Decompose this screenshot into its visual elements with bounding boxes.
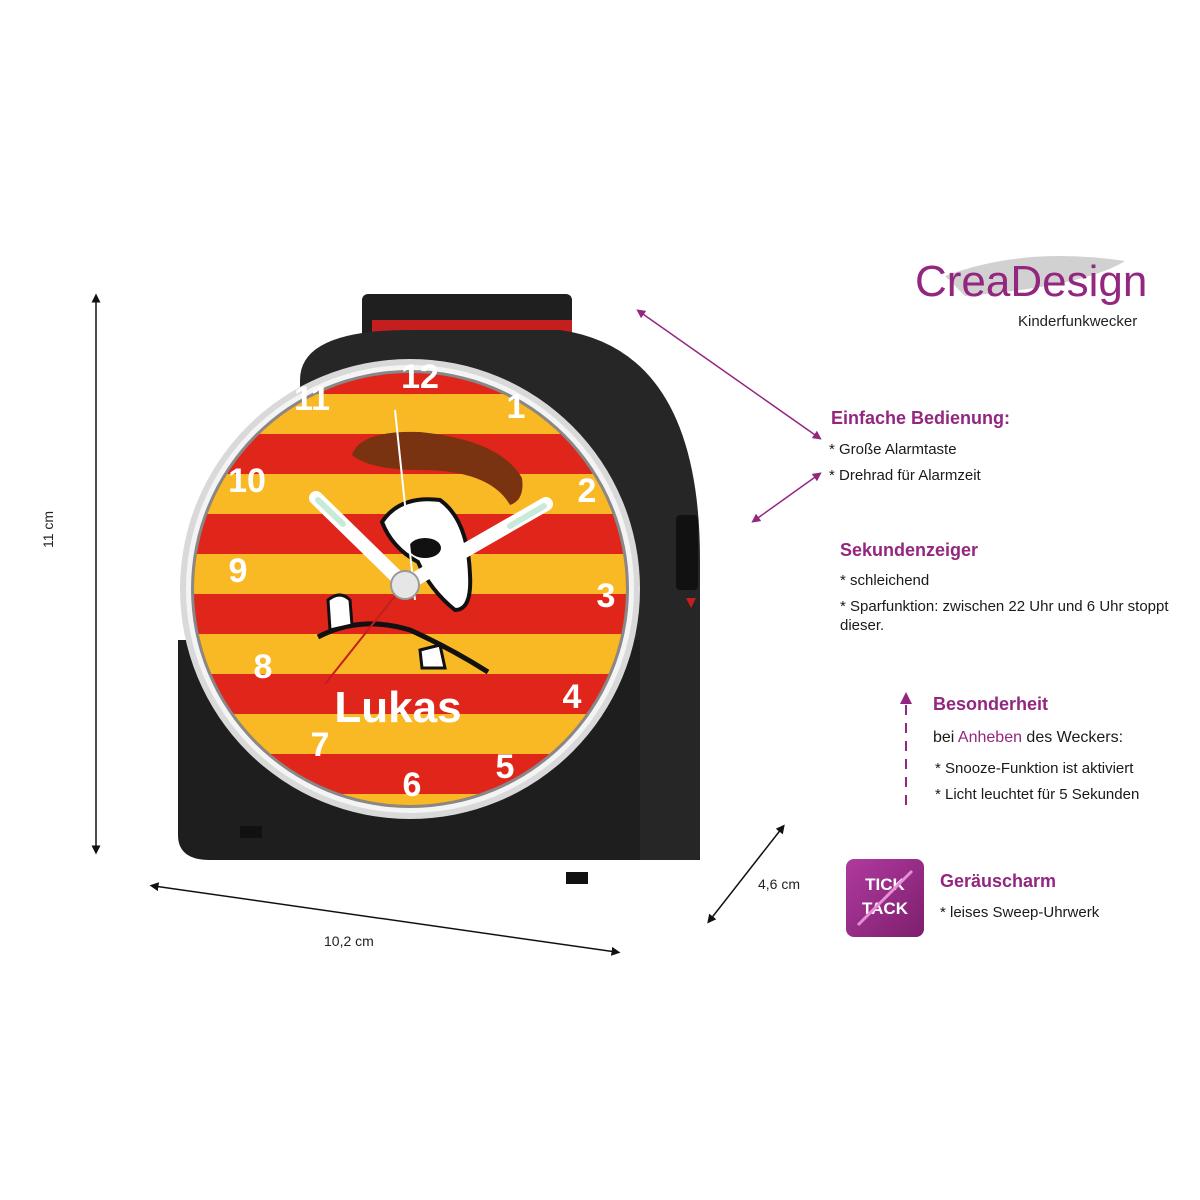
dial-name: Lukas (334, 683, 461, 732)
numeral-6: 6 (403, 766, 422, 804)
logo-text: CreaDesign (915, 257, 1147, 306)
alarm-hand (324, 585, 404, 685)
width-arrow (149, 882, 621, 956)
numeral-12: 12 (401, 358, 439, 396)
numeral-3: 3 (597, 577, 616, 615)
feature-special-item: * Snooze-Funktion ist aktiviert (935, 760, 1134, 777)
height-label: 11 cm (40, 510, 56, 548)
tick-tack-badge: TICK TACK (846, 859, 924, 937)
depth-arrow (707, 824, 785, 924)
intro-post: des Weckers: (1021, 729, 1124, 746)
feature-second-hand-item: * Sparfunktion: zwischen 22 Uhr und 6 Uh… (840, 598, 1169, 634)
monster-tooth-top (326, 593, 354, 632)
numeral-11: 11 (294, 380, 330, 418)
monster-pupil (409, 538, 441, 558)
numeral-10: 10 (228, 462, 266, 500)
monster-eyebrow (352, 431, 523, 505)
feature-operation-item: * Große Alarmtaste (829, 441, 957, 458)
depth-label: 4,6 cm (758, 876, 801, 892)
numeral-8: 8 (254, 648, 273, 686)
strike-icon (856, 869, 914, 927)
monster-tooth-bottom (418, 643, 447, 670)
dial-numerals: 12 1 2 3 4 5 6 7 8 9 10 11 (228, 358, 615, 804)
feature-second-hand-item: * schleichend (840, 572, 930, 589)
hand-hub (390, 570, 420, 600)
width-label: 10,2 cm (324, 933, 374, 949)
second-hand (394, 409, 416, 601)
callout-arrow-button (636, 309, 822, 440)
knob-indicator-icon (686, 598, 696, 608)
callout-arrow-knob (751, 472, 822, 523)
feature-noise-title: Geräuscharm (940, 871, 1057, 891)
numeral-5: 5 (496, 748, 515, 786)
feature-second-hand-title: Sekundenzeiger (840, 540, 979, 560)
feature-special-title: Besonderheit (933, 694, 1049, 714)
feature-operation-item: * Drehrad für Alarmzeit (829, 467, 981, 484)
numeral-2: 2 (578, 472, 597, 510)
intro-accent: Anheben (957, 729, 1022, 746)
brand-logo: CreaDesign (905, 236, 1165, 336)
feature-noise-item: * leises Sweep-Uhrwerk (940, 904, 1100, 921)
alarm-dial-knob (676, 515, 698, 590)
numeral-4: 4 (563, 678, 582, 716)
logo-graphic: CreaDesign (915, 256, 1147, 306)
feature-special-intro: bei Anheben des Weckers: (933, 728, 1123, 748)
numeral-7: 7 (311, 726, 330, 764)
numeral-1: 1 (507, 388, 526, 426)
feature-special-item: * Licht leuchtet für 5 Sekunden (935, 786, 1140, 803)
feature-operation-title: Einfache Bedienung: (831, 408, 1011, 428)
foot-right (566, 872, 588, 884)
badge-line2: TACK (862, 899, 908, 918)
intro-pre: bei (933, 729, 958, 746)
numeral-9: 9 (229, 552, 248, 590)
foot-left (240, 826, 262, 838)
brand-subtitle: Kinderfunkwecker (1018, 313, 1138, 330)
